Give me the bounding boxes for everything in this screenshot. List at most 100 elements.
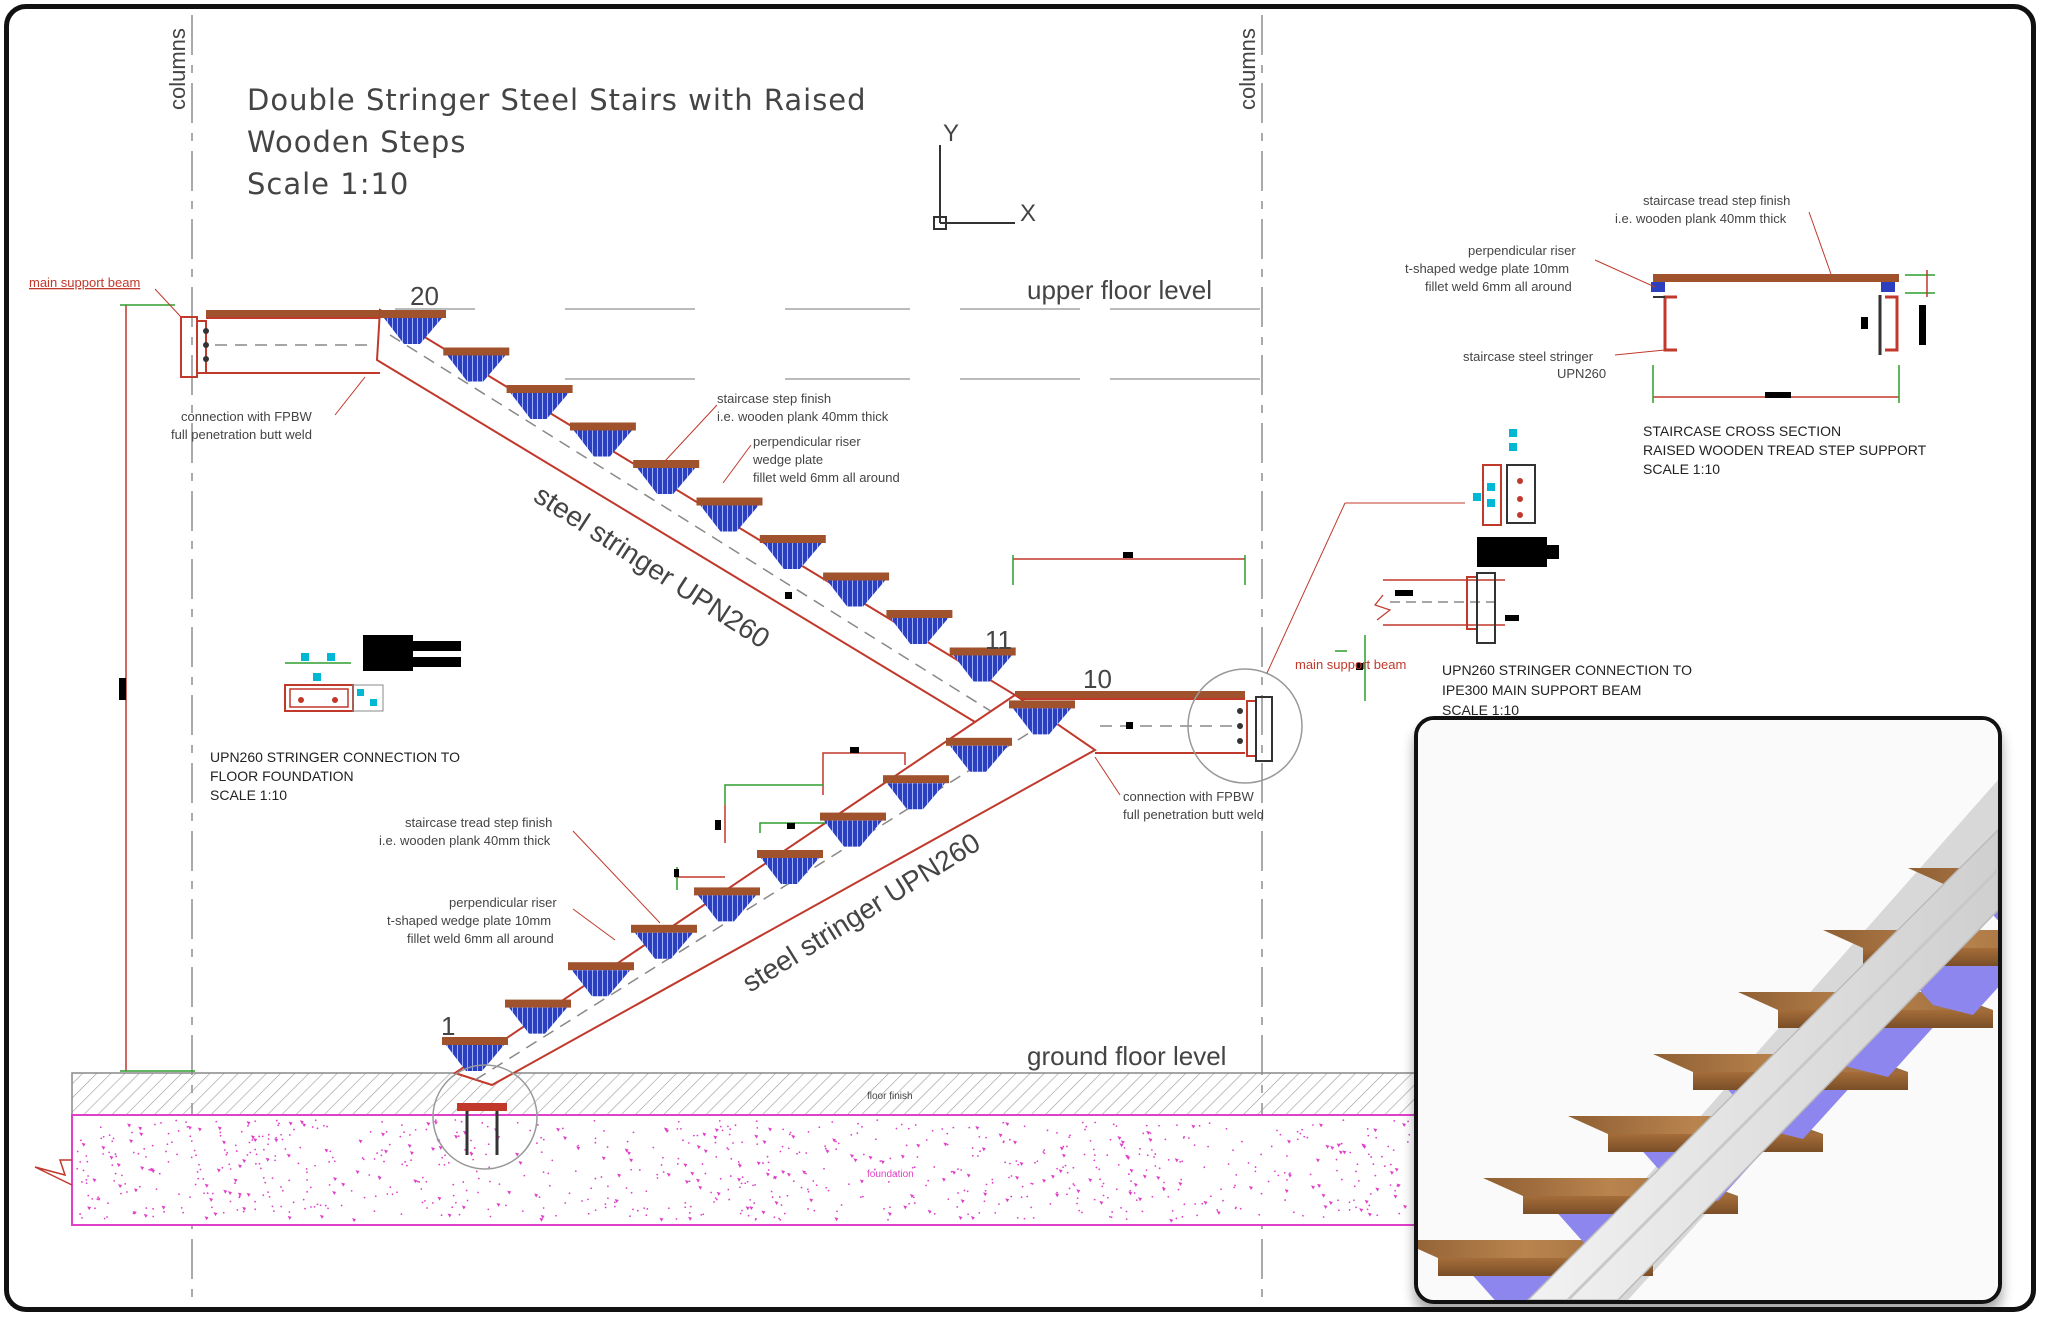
stringer-base-connection xyxy=(432,1064,538,1170)
cross-section-finish-2: i.e. wooden plank 40mm thick xyxy=(1615,211,1787,226)
step-11 xyxy=(949,647,1016,682)
mid-landing-beam xyxy=(1015,668,1303,784)
main-support-beam-right-label: main support beam xyxy=(1295,657,1406,672)
riser-lower-line2: t-shaped wedge plate 10mm xyxy=(387,913,551,928)
cross-section-riser-1: perpendicular riser xyxy=(1468,243,1576,258)
step-9 xyxy=(946,737,1012,772)
step-12 xyxy=(886,610,953,644)
fpbw-mid-callout: connection with FPBW full penetration bu… xyxy=(1094,756,1264,822)
step-16 xyxy=(633,460,700,494)
riser-lower-line3: fillet weld 6mm all around xyxy=(407,931,554,946)
step-number-20: 20 xyxy=(410,281,439,311)
dim-marker xyxy=(715,820,721,830)
drawing-title: Double Stringer Steel Stairs with Raised… xyxy=(247,79,867,205)
step-number-10: 10 xyxy=(1083,664,1112,694)
riser-upper-callout: perpendicular riser wedge plate fillet w… xyxy=(722,434,900,485)
step-19 xyxy=(443,347,510,382)
dim-marker xyxy=(787,823,795,829)
3d-render-inset xyxy=(1414,716,2002,1304)
step-number-1: 1 xyxy=(441,1011,455,1041)
staircase-cross-section xyxy=(1594,211,1935,403)
floor-finish-label: floor finish xyxy=(867,1091,913,1102)
column-label-left: columns xyxy=(165,28,190,110)
beam-detail-caption-3: SCALE 1:10 xyxy=(1442,702,1519,718)
break-line xyxy=(34,1159,73,1186)
beam-detail-caption-1: UPN260 STRINGER CONNECTION TO xyxy=(1442,662,1692,678)
step-finish-upper-callout: staircase step finish i.e. wooden plank … xyxy=(664,391,889,462)
leader xyxy=(154,288,182,318)
main-support-beam-left-label: main support beam xyxy=(29,275,140,290)
cross-section-riser-2: t-shaped wedge plate 10mm xyxy=(1405,261,1569,276)
step-1 xyxy=(442,1037,508,1071)
foundation-aggregate xyxy=(76,1119,1411,1223)
ground-floor-label: ground floor level xyxy=(1027,1041,1226,1071)
step-finish-lower-line2: i.e. wooden plank 40mm thick xyxy=(379,833,551,848)
step-20 xyxy=(380,310,446,344)
riser-lower-line1: perpendicular riser xyxy=(449,895,557,910)
step-3 xyxy=(568,962,634,997)
step-8 xyxy=(883,775,949,810)
fpbw-top-line1: connection with FPBW xyxy=(181,409,313,424)
step-finish-lower-callout: staircase tread step finish i.e. wooden … xyxy=(379,815,661,924)
foundation-detail-caption-1: UPN260 STRINGER CONNECTION TO xyxy=(210,749,460,765)
cross-section-stringer-1: staircase steel stringer xyxy=(1463,349,1594,364)
fpbw-mid-line1: connection with FPBW xyxy=(1123,789,1255,804)
step-2 xyxy=(505,999,571,1034)
column-label-right: columns xyxy=(1235,28,1260,110)
foundation-slab xyxy=(71,1114,1416,1226)
foundation-detail-caption-3: SCALE 1:10 xyxy=(210,787,287,803)
dim-marker xyxy=(674,869,679,877)
step-14 xyxy=(759,535,826,569)
step-5 xyxy=(694,887,760,922)
dim-marker xyxy=(850,747,859,753)
riser-upper-line2: wedge plate xyxy=(752,452,823,467)
main-support-beam-left xyxy=(180,310,380,378)
beam-connection-detail xyxy=(1266,429,1559,701)
stair-steps xyxy=(380,310,1075,1071)
axis-y-label: Y xyxy=(943,120,959,147)
drawing-frame: columns columns Y X upper floor level gr… xyxy=(4,4,2036,1312)
step-18 xyxy=(506,385,573,419)
cross-section-caption-3: SCALE 1:10 xyxy=(1643,461,1720,477)
cad-drawing: columns columns Y X upper floor level gr… xyxy=(29,15,1935,1307)
title-line-1: Double Stringer Steel Stairs with Raised xyxy=(247,83,867,117)
axis-x-label: X xyxy=(1020,200,1036,227)
step-10 xyxy=(1009,700,1075,735)
render-stringer-front xyxy=(1526,828,1998,1300)
step-17 xyxy=(569,422,636,457)
stair-render xyxy=(1418,720,1998,1300)
step-13 xyxy=(823,572,890,607)
step-7 xyxy=(820,812,886,847)
step-6 xyxy=(757,850,823,884)
step-finish-upper-line2: i.e. wooden plank 40mm thick xyxy=(717,409,889,424)
height-dimension xyxy=(119,304,195,1072)
cross-section-caption-1: STAIRCASE CROSS SECTION xyxy=(1643,423,1841,439)
fpbw-top-callout: connection with FPBW full penetration bu… xyxy=(171,376,366,442)
riser-upper-line3: fillet weld 6mm all around xyxy=(753,470,900,485)
floor-finish xyxy=(71,1072,1416,1116)
upper-floor-line xyxy=(395,308,1260,380)
riser-upper-line1: perpendicular riser xyxy=(753,434,861,449)
ucs-axis-icon xyxy=(933,145,1015,230)
foundation-detail-caption-2: FLOOR FOUNDATION xyxy=(210,768,354,784)
step-number-11: 11 xyxy=(985,625,1012,655)
upper-floor-label: upper floor level xyxy=(1027,275,1212,305)
title-line-2: Wooden Steps xyxy=(247,125,467,159)
fpbw-top-line2: full penetration butt weld xyxy=(171,427,312,442)
landing-dimension xyxy=(1012,552,1246,585)
foundation-connection-detail xyxy=(284,635,461,712)
step-finish-lower-line1: staircase tread step finish xyxy=(405,815,552,830)
step-15 xyxy=(696,497,763,532)
cross-section-stringer-2: UPN260 xyxy=(1557,366,1606,381)
fpbw-mid-line2: full penetration butt weld xyxy=(1123,807,1264,822)
cross-section-caption-2: RAISED WOODEN TREAD STEP SUPPORT xyxy=(1643,442,1927,458)
beam-detail-caption-2: IPE300 MAIN SUPPORT BEAM xyxy=(1442,682,1641,698)
render-stringer-back xyxy=(1538,780,1998,1300)
title-line-3: Scale 1:10 xyxy=(247,167,410,201)
foundation-label: foundation xyxy=(867,1169,914,1180)
step-finish-upper-line1: staircase step finish xyxy=(717,391,831,406)
cross-section-riser-3: fillet weld 6mm all around xyxy=(1425,279,1572,294)
cross-section-finish-1: staircase tread step finish xyxy=(1643,193,1790,208)
riser-lower-callout: perpendicular riser t-shaped wedge plate… xyxy=(387,895,616,946)
step-4 xyxy=(631,924,697,959)
